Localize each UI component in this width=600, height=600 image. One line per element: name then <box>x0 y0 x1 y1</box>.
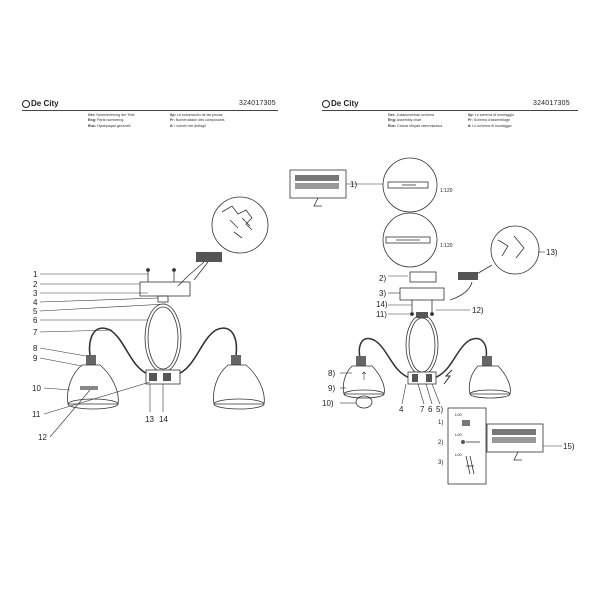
callout-1: 1 <box>33 270 38 279</box>
header-rule <box>22 110 278 111</box>
assembly-chart-page: De City 324017305 Ger: Zusammenbau schem… <box>300 0 600 600</box>
callout-11: 11 <box>32 410 41 419</box>
connector-icon <box>221 205 253 231</box>
callout-3: 3 <box>33 289 38 298</box>
product-code: 324017305 <box>533 100 570 107</box>
inset-label-1: L00 <box>455 412 462 417</box>
left-arm <box>358 337 411 379</box>
callout-4: 4 <box>33 298 38 307</box>
callout-6: 6 <box>33 316 38 325</box>
ceiling-plate <box>139 281 191 297</box>
step15-terminal-box <box>486 423 544 453</box>
legend-column-2: Sp: La numeración de las piezas Fr: Numé… <box>170 113 225 128</box>
inset-steps-box <box>447 407 487 485</box>
step-6: 6 <box>428 405 433 414</box>
inset-label-2: L00 <box>455 432 462 437</box>
tripod-icon <box>465 455 475 475</box>
brand-name: De City <box>331 99 359 108</box>
detail-circle-middle <box>382 212 438 268</box>
mounting-bracket <box>409 271 437 283</box>
lampholder-left <box>356 356 366 366</box>
callout-14: 14 <box>159 415 168 424</box>
hand-icon <box>513 451 522 461</box>
logo-mark-icon <box>322 99 330 108</box>
lampholder-left <box>86 355 96 365</box>
leader-lines <box>340 183 562 447</box>
step-3: 3) <box>379 289 386 298</box>
brand-logo: De City <box>322 99 359 108</box>
logo-mark-icon <box>22 99 30 108</box>
right-steps: 1) 2) 3) 4 5) 6 7 8) 9) 10) 11) 12) 13) … <box>322 180 575 466</box>
inset-step-2: 2) <box>438 440 443 446</box>
lampholder-right <box>231 355 241 365</box>
step-15: 15) <box>563 442 575 451</box>
ceiling-plate <box>399 287 445 301</box>
inset-step-1: 1) <box>438 420 443 426</box>
legend-column-1: Ger: Zusammenbau schema Eng: Assembly ch… <box>388 113 443 128</box>
connector-icon <box>462 420 470 426</box>
detail-circle-top <box>382 157 438 213</box>
callout-12: 12 <box>38 433 47 442</box>
header-rule <box>322 110 578 111</box>
step-12: 12) <box>472 306 484 315</box>
legend-column-1: Ger: Nummerierung der Teile Eng: Parts n… <box>88 113 135 128</box>
glass-shade-right <box>213 364 265 405</box>
step-1: 1) <box>350 180 357 189</box>
callout-8: 8 <box>33 344 38 353</box>
callout-7: 7 <box>33 328 38 337</box>
callout-10: 10 <box>32 384 41 393</box>
product-code: 324017305 <box>239 100 276 107</box>
right-arm <box>433 337 488 379</box>
scale-label-middle: 1:120 <box>440 243 453 249</box>
terminal-block-icon <box>458 272 478 280</box>
step-8: 8) <box>328 369 335 378</box>
left-callouts: 1 2 3 4 5 6 7 8 9 10 11 12 13 14 <box>32 270 168 442</box>
step-2: 2) <box>379 274 386 283</box>
right-arm <box>175 327 238 376</box>
brand-logo: De City <box>22 99 59 108</box>
callout-13: 13 <box>145 415 154 424</box>
step-5: 5) <box>436 405 443 414</box>
step-7: 7 <box>420 405 425 414</box>
step-4: 4 <box>399 405 404 414</box>
left-arm <box>88 327 151 376</box>
wire-detail-icon <box>229 217 251 239</box>
parts-numbering-page: De City 324017305 Ger: Nummerierung der … <box>22 99 278 128</box>
canopy-nut <box>157 295 169 303</box>
inset-label-3: L00 <box>455 452 462 457</box>
screw-detail-icon <box>387 181 429 189</box>
bulb-icon <box>355 395 373 409</box>
scale-label-top: 1:120 <box>440 188 453 194</box>
leader-lines <box>39 273 167 438</box>
wiring-detail-circle <box>211 196 269 254</box>
step-14: 14) <box>376 300 388 309</box>
callout-5: 5 <box>33 307 38 316</box>
bolt-arrow-icon <box>443 369 453 385</box>
bolt-detail-icon <box>385 236 431 244</box>
callout-2: 2 <box>33 280 38 289</box>
inset-step-3: 3) <box>438 460 443 466</box>
hand-icon <box>313 197 322 207</box>
step-13: 13) <box>546 248 558 257</box>
glass-shade-left <box>67 364 119 405</box>
legend-column-2: Sp: Lo schema di montaggio Fr: Schéma d'… <box>468 113 514 128</box>
terminal-block-icon <box>196 252 222 262</box>
detail-circle-wiring <box>490 225 540 275</box>
step-11: 11) <box>376 310 387 319</box>
left-chandelier-drawing <box>39 196 269 438</box>
right-assembly-drawing <box>289 157 562 485</box>
lampholder-right <box>482 356 492 366</box>
brand-name: De City <box>31 99 59 108</box>
central-oval-frame <box>144 303 182 373</box>
central-oval-frame <box>405 314 439 376</box>
arrow-up-icon <box>361 371 367 380</box>
step-9: 9) <box>328 384 335 393</box>
step-10: 10) <box>322 399 334 408</box>
bulb-icon <box>80 386 98 390</box>
callout-9: 9 <box>33 354 38 363</box>
